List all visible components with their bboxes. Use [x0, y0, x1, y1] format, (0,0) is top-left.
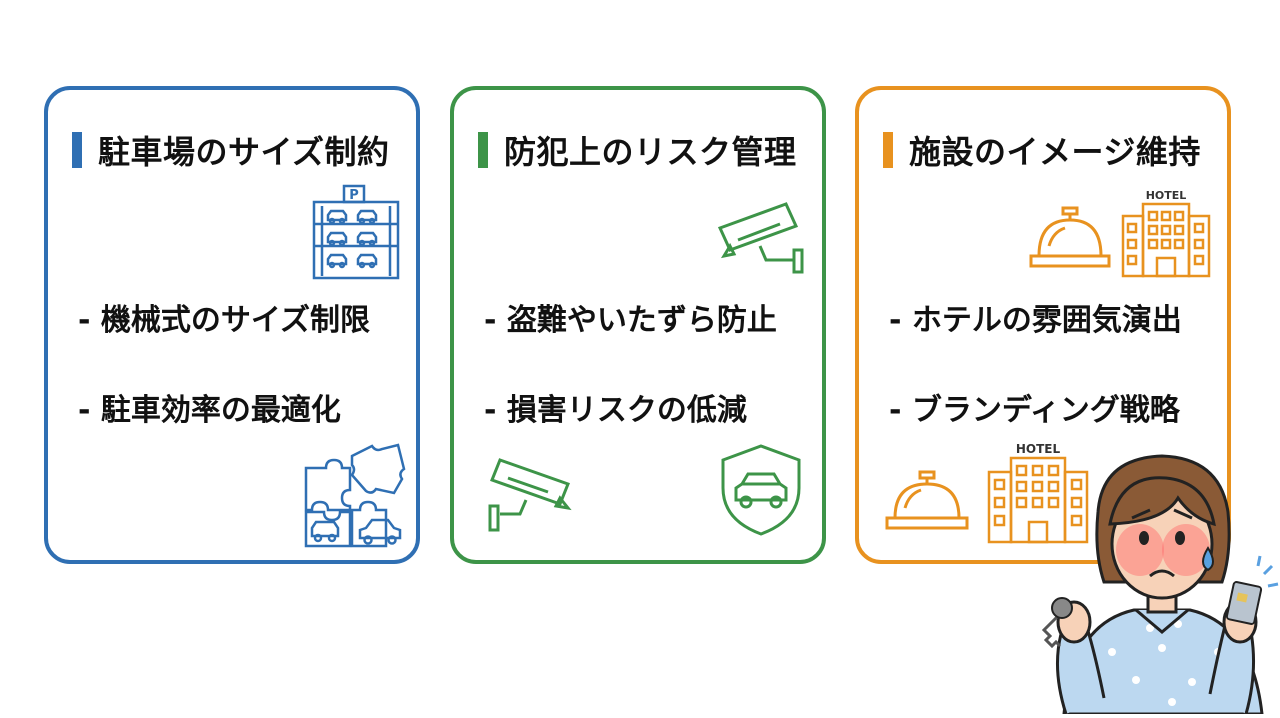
security-camera-icon	[486, 456, 574, 536]
bullet-item: - 損害リスクの低減	[484, 393, 747, 428]
title-accent-bar	[72, 132, 82, 168]
car-shield-icon	[716, 442, 806, 538]
parking-garage-icon: P	[310, 184, 402, 280]
title-accent-bar	[478, 132, 488, 168]
card-title: 駐車場のサイズ制約	[72, 128, 390, 172]
bullet-item: - ホテルの雰囲気演出	[889, 303, 1182, 338]
bullet-item: - 駐車効率の最適化	[78, 393, 341, 428]
card-security-risk: 防犯上のリスク管理 - 盗難やいたずら防止 - 損害リスクの低減	[450, 86, 826, 564]
hotel-building-icon: HOTEL	[983, 440, 1093, 544]
service-bell-icon	[885, 468, 969, 532]
card-title-text: 防犯上のリスク管理	[504, 133, 797, 171]
hotel-sign-label: HOTEL	[1016, 442, 1061, 456]
bullet-item: - 盗難やいたずら防止	[484, 303, 777, 338]
parking-sign-label: P	[349, 188, 359, 203]
card-title: 防犯上のリスク管理	[478, 128, 797, 172]
hotel-sign-label: HOTEL	[1146, 189, 1187, 202]
security-camera-icon	[716, 200, 808, 276]
card-title: 施設のイメージ維持	[883, 128, 1201, 172]
worried-woman-illustration	[1032, 452, 1280, 718]
card-title-text: 駐車場のサイズ制約	[98, 133, 390, 171]
card-parking-size: 駐車場のサイズ制約 P - 機械式のサイズ制限 - 駐車効率の最適化	[44, 86, 420, 564]
bullet-item: - 機械式のサイズ制限	[78, 303, 370, 338]
card-title-text: 施設のイメージ維持	[909, 133, 1201, 171]
service-bell-icon	[1029, 204, 1111, 270]
hotel-building-icon: HOTEL	[1117, 186, 1215, 278]
puzzle-cars-icon	[302, 440, 406, 548]
bullet-item: - ブランディング戦略	[889, 393, 1180, 428]
title-accent-bar	[883, 132, 893, 168]
